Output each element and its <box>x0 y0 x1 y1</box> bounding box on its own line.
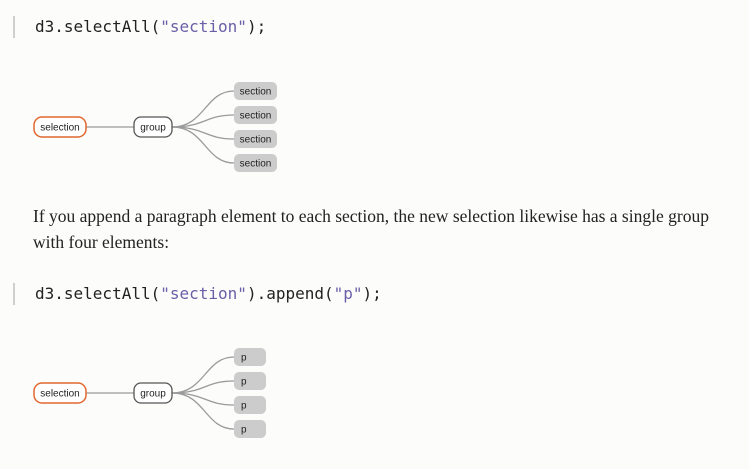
child-node: section <box>234 106 277 124</box>
child-label: p <box>241 425 247 436</box>
child-label: p <box>241 401 247 412</box>
selection-label: selection <box>40 123 79 134</box>
child-node: section <box>234 130 277 148</box>
child-node: p <box>234 372 266 390</box>
child-label: section <box>240 135 272 146</box>
code-string: "p" <box>333 284 363 303</box>
group-child-connector <box>171 126 235 140</box>
group-label: group <box>140 389 166 400</box>
group-node: group <box>133 116 173 138</box>
group-child-connector <box>171 380 235 394</box>
code-block-select-all-append: d3.selectAll("section").append("p"); <box>13 283 382 305</box>
connectors <box>86 90 235 164</box>
child-node: p <box>234 348 266 366</box>
group-child-connector <box>171 90 235 128</box>
group-child-connector <box>171 114 235 128</box>
child-label: p <box>241 353 247 364</box>
body-paragraph: If you append a paragraph element to eac… <box>33 206 709 252</box>
group-node: group <box>133 382 173 404</box>
selection-label: selection <box>40 389 79 400</box>
group-label: group <box>140 123 166 134</box>
selection-diagram-paragraphs: selection group p p p p <box>33 348 266 438</box>
child-node: p <box>234 420 266 438</box>
child-label: p <box>241 377 247 388</box>
selection-node: selection <box>33 382 87 404</box>
code-string: "section" <box>160 17 247 36</box>
group-child-connector <box>171 392 235 406</box>
child-node: p <box>234 396 266 414</box>
group-child-connector <box>171 126 235 164</box>
code-block-select-all: d3.selectAll("section"); <box>13 16 266 38</box>
code-string: "section" <box>160 284 247 303</box>
child-node: section <box>234 154 277 172</box>
code-text: ).append( <box>246 284 334 303</box>
selection-diagram-sections: selection group section section section … <box>33 82 277 172</box>
child-label: section <box>240 159 272 170</box>
child-label: section <box>240 87 272 98</box>
group-child-connector <box>171 356 235 394</box>
connectors <box>86 356 235 430</box>
group-child-connector <box>171 392 235 430</box>
code-text: ); <box>362 284 382 303</box>
child-node: section <box>234 82 277 100</box>
code-text: d3.selectAll( <box>35 284 161 303</box>
code-text: d3.selectAll( <box>35 17 161 36</box>
selection-node: selection <box>33 116 87 138</box>
code-text: ); <box>246 17 267 36</box>
child-label: section <box>240 111 272 122</box>
